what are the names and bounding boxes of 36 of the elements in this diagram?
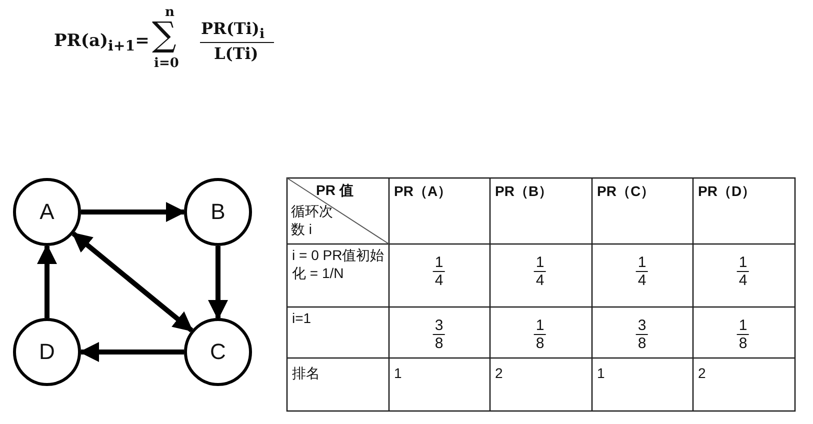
formula-text: n [165,6,174,19]
table-cell-text: 2 [495,364,504,382]
table-cell-text: PR（A） [394,182,453,200]
fraction: 1 8 [534,317,546,352]
arrow [79,342,184,362]
fraction: 1 8 [736,317,750,352]
node-label: A [40,199,54,225]
fraction: 1 4 [432,254,446,290]
table-cell-text: PR 值 [316,181,354,200]
fraction: 3 8 [432,317,446,352]
table-cell-text: i=1 [292,309,312,328]
fraction: 1 4 [534,254,546,290]
fraction: 1 4 [636,254,648,290]
arrow [72,232,194,332]
table-cell-text: 2 [698,364,707,382]
table-cell-text: 循环次数 i [291,202,333,238]
fraction: 3 8 [636,317,648,352]
table-cell-text: i = 0 PR值初始化 = 1/N [292,246,386,282]
node-label: D [39,339,55,365]
arrow [208,246,228,320]
formula-text: L(Ti) [214,46,258,62]
table-cell-text: PR（C） [597,182,656,200]
table-cell-text: PR（D） [698,182,757,200]
arrow [37,244,57,318]
fraction: 1 4 [736,254,750,290]
table-cell-text: 1 [394,364,403,382]
table-cell-text: 排名 [292,364,321,382]
arrow [81,202,186,222]
formula-text: PR(Ti)$_{i}$ [201,21,265,42]
table-cell-text: PR（B） [495,182,554,200]
formula-text: i=0 [154,57,179,70]
table-cell-text: 1 [597,364,606,382]
formula-text: PR(a)$_{i+1}$= [54,33,150,54]
node-label: C [210,339,226,365]
sum-sign: ∑ [152,18,176,52]
node-label: B [210,199,226,225]
